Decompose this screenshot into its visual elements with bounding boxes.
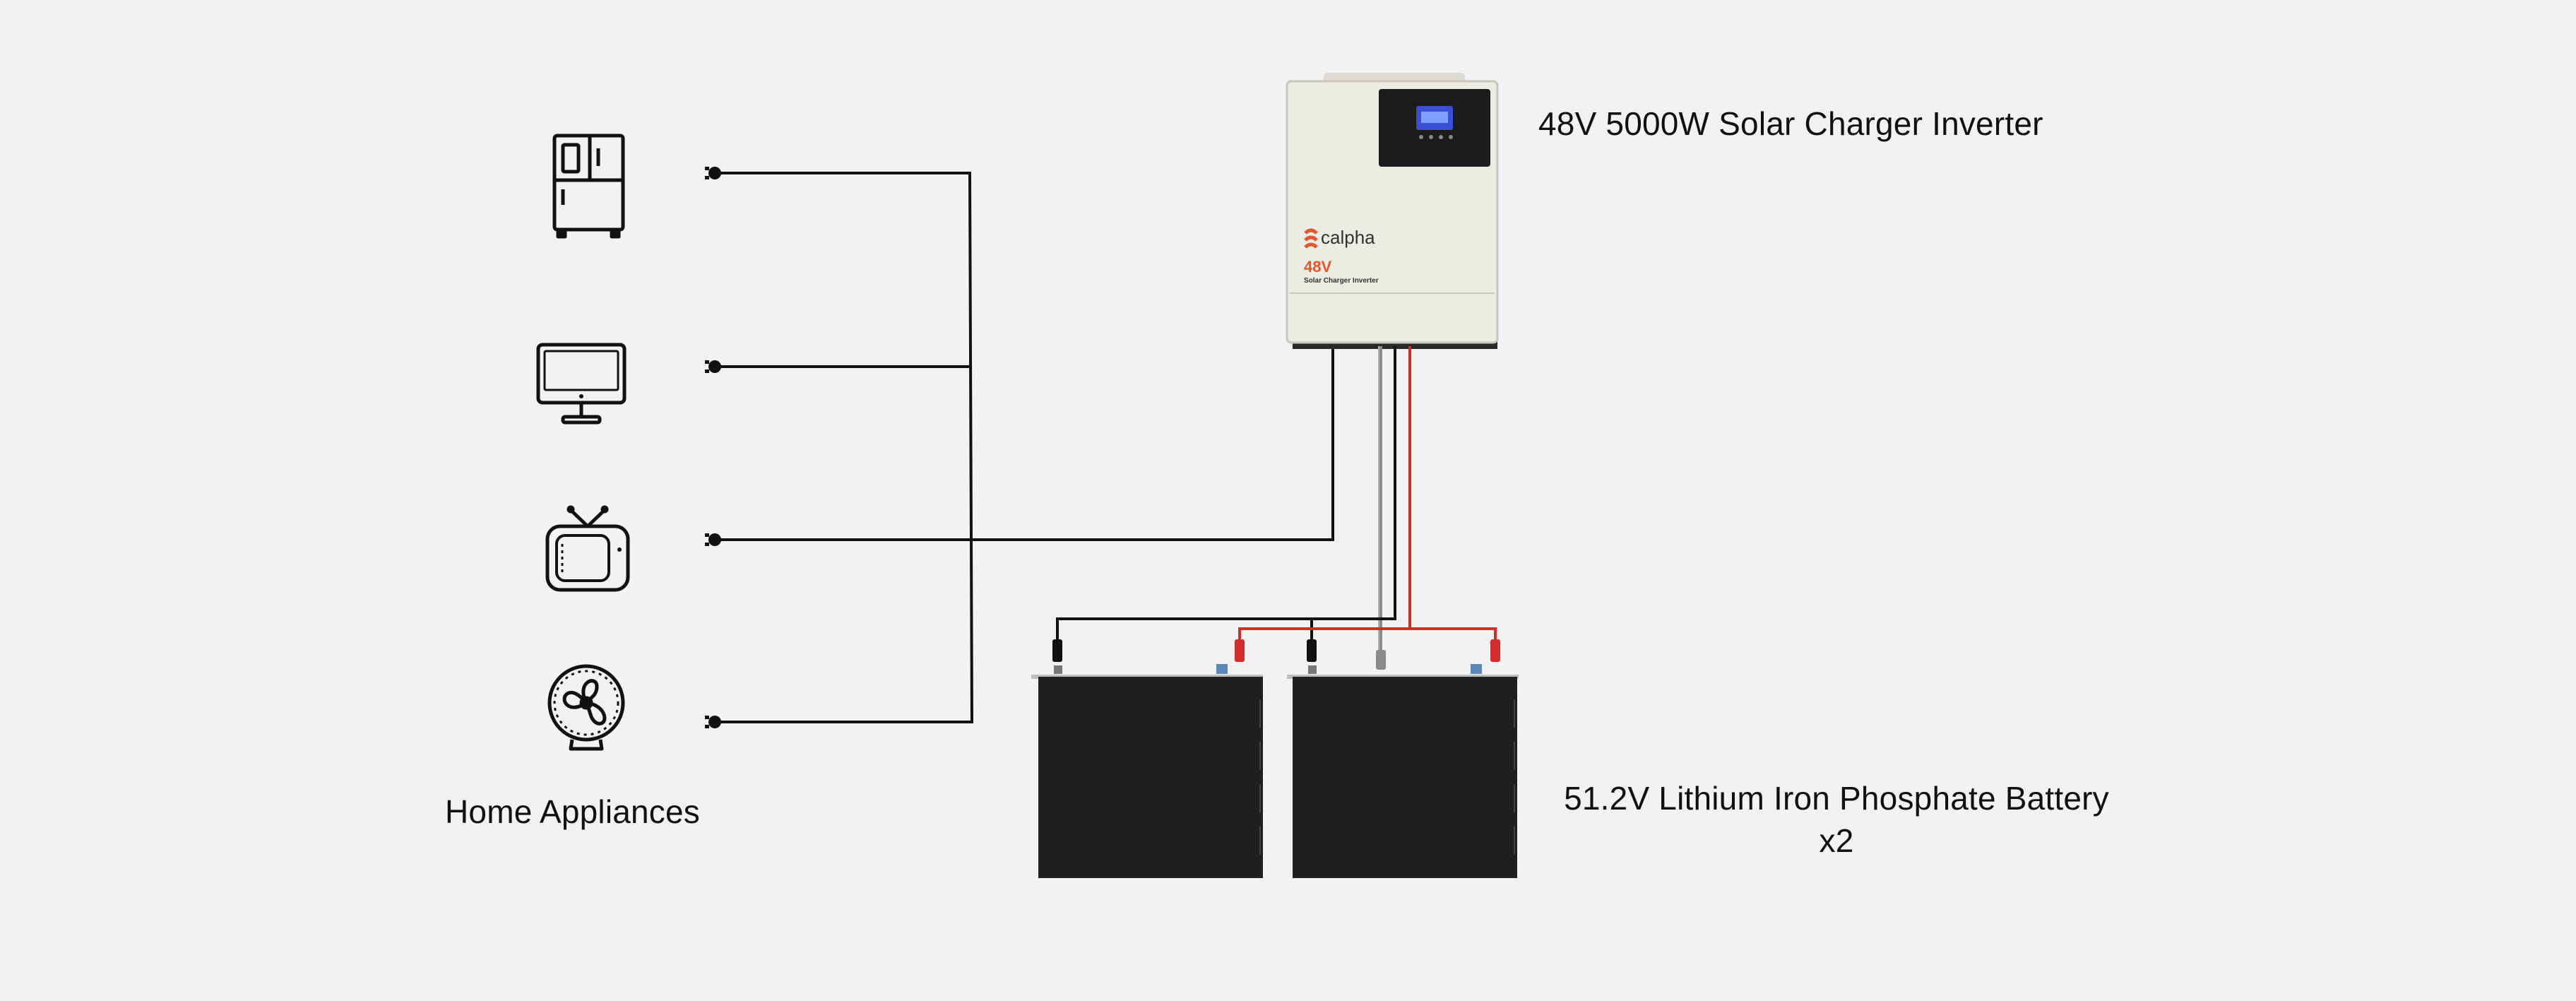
battery-right	[1287, 639, 1519, 878]
battery-label: 51.2V Lithium Iron Phosphate Battery x2	[1519, 777, 2154, 862]
television-icon	[545, 505, 630, 592]
refrigerator-icon	[552, 134, 625, 239]
battery-label-line1: 51.2V Lithium Iron Phosphate Battery	[1564, 780, 2109, 817]
inverter-subtitle: Solar Charger Inverter	[1304, 277, 1379, 285]
battery-left	[1031, 639, 1263, 878]
battery-label-line2: x2	[1819, 822, 1854, 859]
inverter-brand: calpha	[1321, 227, 1375, 248]
battery-right-comm-port	[1376, 650, 1386, 670]
battery-left-positive-terminal	[1235, 639, 1245, 662]
computer-monitor-icon	[536, 343, 627, 425]
fan-icon	[547, 664, 625, 751]
appliance-wiring	[715, 172, 1334, 723]
inverter-voltage: 48V	[1304, 258, 1331, 276]
calpha-logo: calpha	[1304, 227, 1375, 249]
battery-right-positive-terminal	[1490, 639, 1500, 662]
battery-right-negative-terminal	[1307, 639, 1317, 662]
inverter-label: 48V 5000W Solar Charger Inverter	[1538, 105, 2043, 142]
battery-wiring	[1056, 346, 1497, 657]
battery-left-negative-terminal	[1052, 639, 1062, 662]
appliances-label: Home Appliances	[445, 793, 700, 830]
inverter-unit: calpha 48V Solar Charger Inverter	[1286, 73, 1499, 349]
